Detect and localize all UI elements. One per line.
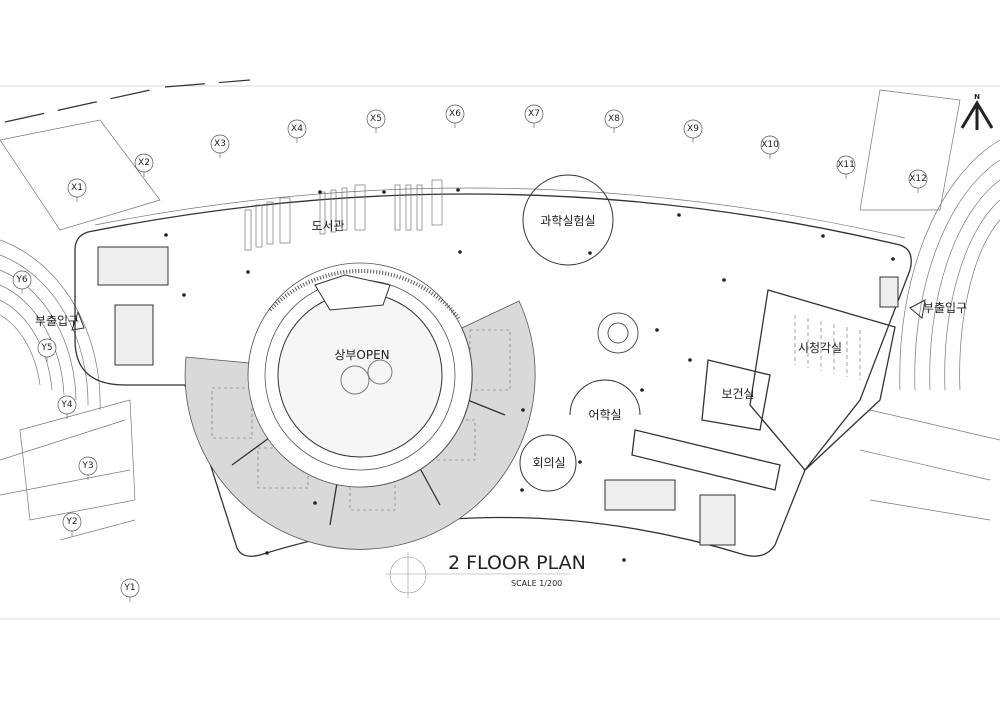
svg-text:X6: X6	[449, 109, 461, 119]
svg-text:X11: X11	[837, 160, 855, 170]
grid-bubble-y6: Y6	[12, 270, 32, 294]
grid-bubble-y5: Y5	[37, 338, 57, 362]
svg-text:X9: X9	[687, 124, 699, 134]
seminar-desks	[211, 329, 511, 511]
svg-text:Y3: Y3	[81, 461, 93, 471]
svg-text:X4: X4	[291, 124, 303, 134]
plan-scale: SCALE 1/200	[511, 579, 562, 588]
grid-bubble-x3: X3	[210, 134, 230, 158]
grid-bubble-x10: X10	[760, 135, 780, 159]
room-label-language-room: 어학실	[588, 408, 621, 422]
svg-text:Y2: Y2	[65, 517, 77, 527]
meeting-room-wall	[519, 434, 577, 492]
grid-bubble-y1: Y1	[120, 578, 140, 602]
av-room-wall	[749, 289, 896, 471]
grid-bubble-y2: Y2	[62, 512, 82, 536]
right-amphitheater	[859, 89, 1000, 521]
entrance-arrow-right	[909, 299, 926, 319]
service-cores	[97, 246, 899, 546]
grid-bubble-x8: X8	[604, 109, 624, 133]
room-label-science-lab: 과학실험실	[540, 214, 595, 228]
svg-text:X10: X10	[761, 140, 779, 150]
svg-text:Y5: Y5	[40, 343, 52, 353]
grid-bubble-x5: X5	[366, 109, 386, 133]
room-label-av-room: 시청각실	[798, 341, 842, 355]
science-lab-wall	[522, 174, 614, 266]
grid-bubble-x6: X6	[445, 104, 465, 128]
plan-title: 2 FLOOR PLAN	[448, 552, 586, 574]
corridor-rooms	[631, 429, 781, 491]
site-boundary-line	[4, 79, 251, 123]
grid-bubble-x7: X7	[524, 104, 544, 128]
north-arrow-icon: N	[960, 93, 994, 130]
svg-text:X8: X8	[608, 114, 620, 124]
library-shelves	[244, 179, 443, 251]
svg-text:X7: X7	[528, 109, 540, 119]
svg-text:Y6: Y6	[15, 275, 27, 285]
health-room-wall	[701, 359, 771, 431]
svg-text:X5: X5	[370, 114, 382, 124]
grid-bubble-x4: X4	[287, 119, 307, 143]
svg-text:Y1: Y1	[123, 583, 135, 593]
left-amphitheater	[0, 119, 161, 541]
room-label-meeting-room: 회의실	[532, 456, 565, 470]
atrium-void	[277, 292, 443, 458]
room-label-health-room: 보건실	[721, 387, 754, 401]
svg-text:Y4: Y4	[60, 400, 72, 410]
grid-bubble-y4: Y4	[57, 395, 77, 419]
title-block: 2 FLOOR PLAN SCALE 1/200	[385, 552, 586, 598]
grid-bubble-x2: X2	[134, 153, 154, 177]
grid-y-bubbles: Y1 Y2 Y3 Y4 Y5 Y6	[12, 270, 140, 602]
svg-text:X1: X1	[71, 183, 83, 193]
label-side-entrance-left: 부출입구	[35, 314, 79, 328]
grid-bubble-x11: X11	[836, 155, 856, 179]
language-room-wall	[569, 379, 641, 416]
svg-text:X12: X12	[909, 174, 927, 184]
room-label-atrium: 상부OPEN	[334, 348, 389, 362]
entrance-arrow-left	[71, 310, 85, 331]
svg-text:N: N	[974, 93, 980, 101]
grid-bubble-x12: X12	[908, 169, 928, 193]
grid-bubble-x9: X9	[683, 119, 703, 143]
grid-bubble-y3: Y3	[78, 456, 98, 480]
grid-bubble-x1: X1	[67, 178, 87, 202]
svg-text:X3: X3	[214, 139, 226, 149]
label-side-entrance-right: 부출입구	[923, 301, 967, 315]
svg-text:X2: X2	[138, 158, 150, 168]
column-dots	[164, 188, 895, 562]
room-label-library: 도서관	[311, 219, 344, 233]
